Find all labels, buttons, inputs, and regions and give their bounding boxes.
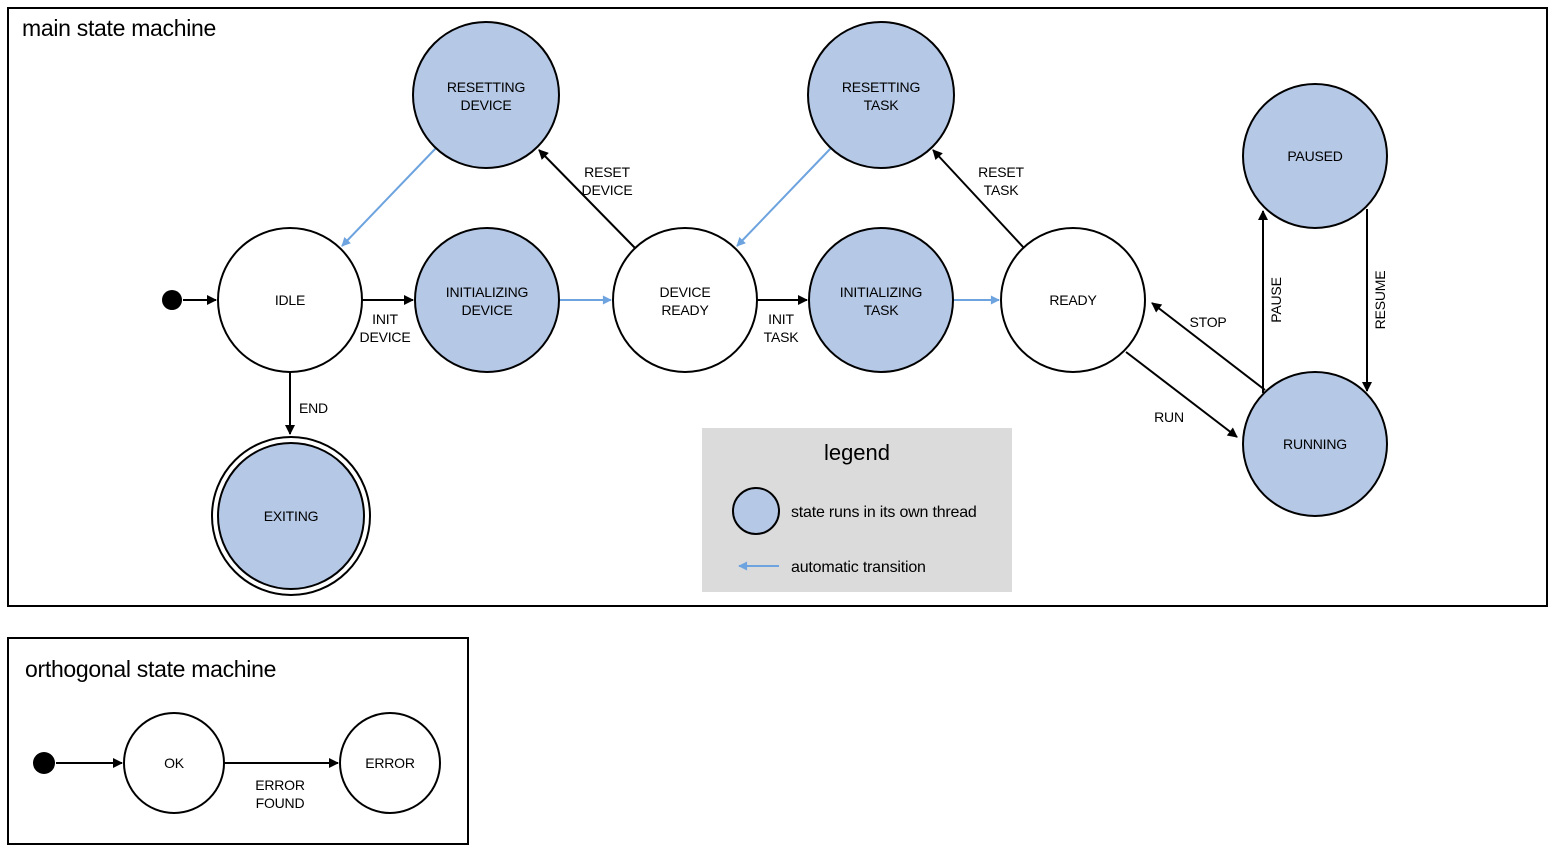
state-ok: OK (123, 712, 225, 814)
state-error: ERROR (339, 712, 441, 814)
state-device-ready: DEVICE READY (612, 227, 758, 373)
state-initializing-task-label-line1: INITIALIZING (840, 284, 922, 300)
orthogonal-state-machine-panel: orthogonal state machine ERROR FOUND OK … (7, 637, 469, 845)
state-resetting-task-circle (807, 21, 955, 169)
state-resetting-device: RESETTING DEVICE (412, 21, 560, 169)
state-running-label: RUNNING (1283, 436, 1347, 452)
transition-init-task-label-line2: TASK (764, 329, 800, 345)
state-idle: IDLE (217, 227, 363, 373)
state-initializing-task-circle (808, 227, 954, 373)
transition-resume-label: RESUME (1372, 271, 1388, 330)
state-resetting-task-label-line2: TASK (864, 97, 900, 113)
state-initializing-device: INITIALIZING DEVICE (414, 227, 560, 373)
state-device-ready-label-line2: READY (661, 302, 709, 318)
state-exiting-final: EXITING (211, 436, 371, 596)
state-idle-circle (217, 227, 363, 373)
orthogonal-initial-state-dot (33, 752, 55, 774)
transition-reset-task-line (932, 149, 1025, 249)
legend-threaded-state-icon (732, 487, 780, 535)
legend-auto-transition-label: automatic transition (791, 559, 926, 576)
transition-stop-line (1151, 302, 1266, 391)
state-ok-circle (123, 712, 225, 814)
transition-reset-device-label-line1: RESET (584, 164, 630, 180)
state-initializing-device-label-line1: INITIALIZING (446, 284, 528, 300)
state-paused-label: PAUSED (1287, 148, 1342, 164)
transition-error-found-label-line2: FOUND (256, 795, 305, 811)
auto-transition-resetting-task-to-device-ready-line (736, 147, 832, 247)
transition-stop-label: STOP (1189, 314, 1226, 330)
transition-error-found-label-line1: ERROR (255, 777, 305, 793)
transition-init-task-label-line1: INIT (768, 311, 794, 327)
transition-run-line (1125, 351, 1238, 438)
state-initializing-task: INITIALIZING TASK (808, 227, 954, 373)
auto-transition-resetting-device-to-idle-line (341, 147, 437, 247)
state-resetting-task-label-line1: RESETTING (842, 79, 920, 95)
legend: legend state runs in its own thread auto… (702, 428, 1012, 592)
main-state-machine-panel: main state machine INIT DEVICE RESET DEV… (7, 7, 1548, 607)
state-exiting-inner-circle (217, 442, 365, 590)
state-error-label: ERROR (365, 755, 415, 771)
state-running: RUNNING (1242, 371, 1388, 517)
legend-threaded-state-label: state runs in its own thread (791, 504, 977, 521)
state-resetting-device-label-line1: RESETTING (447, 79, 525, 95)
transition-run-label: RUN (1154, 409, 1184, 425)
initial-state-dot (162, 290, 182, 310)
transition-pause-label: PAUSE (1268, 277, 1284, 322)
state-initializing-device-label-line2: DEVICE (462, 302, 513, 318)
transition-reset-task-label-line2: TASK (984, 182, 1020, 198)
state-ok-label: OK (164, 755, 185, 771)
state-exiting-label: EXITING (264, 508, 319, 524)
state-ready-label: READY (1049, 292, 1097, 308)
transition-init-device-label-line2: DEVICE (360, 329, 411, 345)
legend-title: legend (824, 440, 890, 465)
transition-init-device-label-line1: INIT (372, 311, 398, 327)
state-resetting-device-circle (412, 21, 560, 169)
orthogonal-state-machine-title: orthogonal state machine (25, 656, 276, 682)
state-device-ready-circle (612, 227, 758, 373)
state-ready-circle (1000, 227, 1146, 373)
state-ready: READY (1000, 227, 1146, 373)
state-device-ready-label-line1: DEVICE (660, 284, 711, 300)
transition-reset-device-line (538, 149, 636, 249)
state-running-circle (1242, 371, 1388, 517)
state-paused: PAUSED (1242, 83, 1388, 229)
state-resetting-task: RESETTING TASK (807, 21, 955, 169)
state-error-circle (339, 712, 441, 814)
transition-end-label: END (299, 400, 328, 416)
state-paused-circle (1242, 83, 1388, 229)
state-resetting-device-label-line2: DEVICE (461, 97, 512, 113)
transition-reset-device-label-line2: DEVICE (582, 182, 633, 198)
state-initializing-device-circle (414, 227, 560, 373)
main-state-machine-title: main state machine (22, 15, 216, 41)
state-idle-label: IDLE (275, 292, 305, 308)
transition-reset-task-label-line1: RESET (978, 164, 1024, 180)
state-initializing-task-label-line2: TASK (864, 302, 900, 318)
